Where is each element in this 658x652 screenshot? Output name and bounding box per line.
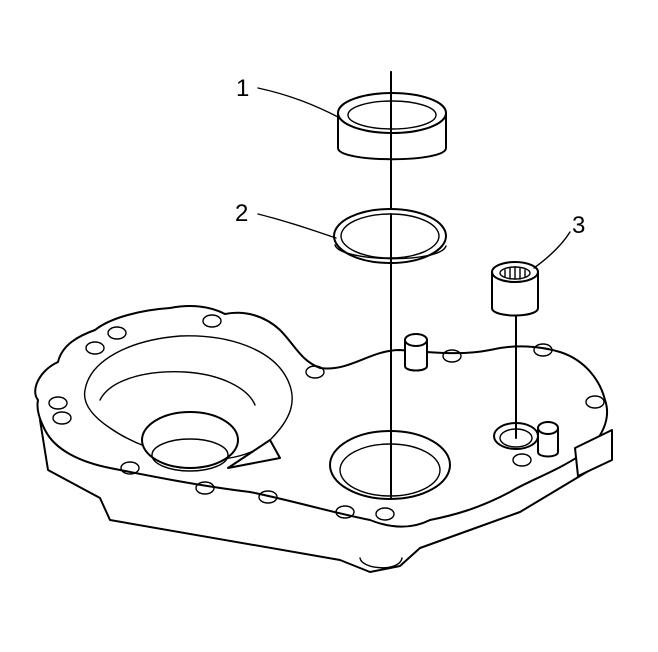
case-cover-housing [34, 305, 613, 573]
bearing-cup-part [337, 71, 447, 163]
callout-3: 3 [572, 212, 585, 239]
needle-bearing-part [491, 261, 539, 317]
callout-2: 2 [235, 200, 248, 227]
callout-1: 1 [236, 75, 249, 102]
leader-lines [257, 87, 571, 269]
bolt-holes [48, 314, 605, 521]
snap-ring-part [333, 208, 447, 264]
